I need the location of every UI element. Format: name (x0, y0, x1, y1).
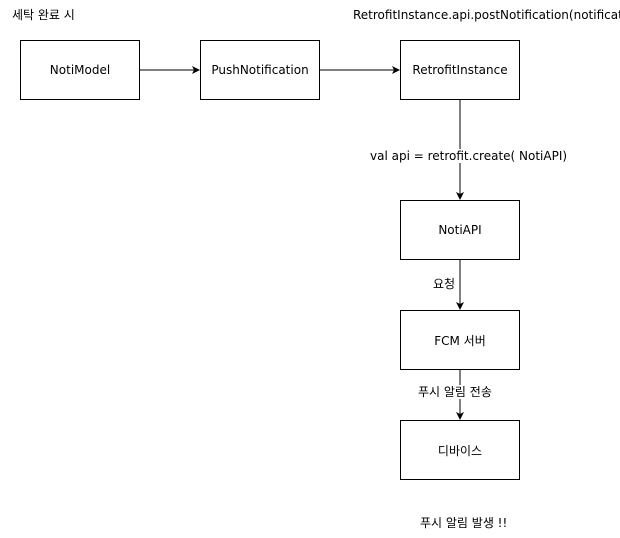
node-pushnotification[interactable]: PushNotification (200, 40, 320, 100)
node-notimodel[interactable]: NotiModel (20, 40, 140, 100)
edge-label-request: 요청 (433, 277, 456, 291)
node-device[interactable]: 디바이스 (400, 420, 520, 480)
node-label: 디바이스 (437, 443, 483, 458)
diagram-title: 세탁 완료 시 (12, 8, 75, 22)
node-label: RetrofitInstance (412, 63, 508, 77)
node-fcm-server[interactable]: FCM 서버 (400, 310, 520, 370)
node-notiapi[interactable]: NotiAPI (400, 200, 520, 260)
edge-label-postnotification: RetrofitInstance.api.postNotification(no… (353, 8, 620, 22)
edge-label-push-send: 푸시 알림 전송 (418, 385, 492, 399)
node-retrofitinstance[interactable]: RetrofitInstance (400, 40, 520, 100)
diagram-footer: 푸시 알림 발생 !! (420, 516, 508, 530)
edge-label-retrofit-create: val api = retrofit.create( NotiAPI) (370, 149, 568, 163)
node-label: NotiAPI (438, 223, 482, 237)
node-label: PushNotification (211, 63, 309, 77)
node-label: FCM 서버 (434, 333, 486, 348)
node-label: NotiModel (49, 63, 111, 77)
